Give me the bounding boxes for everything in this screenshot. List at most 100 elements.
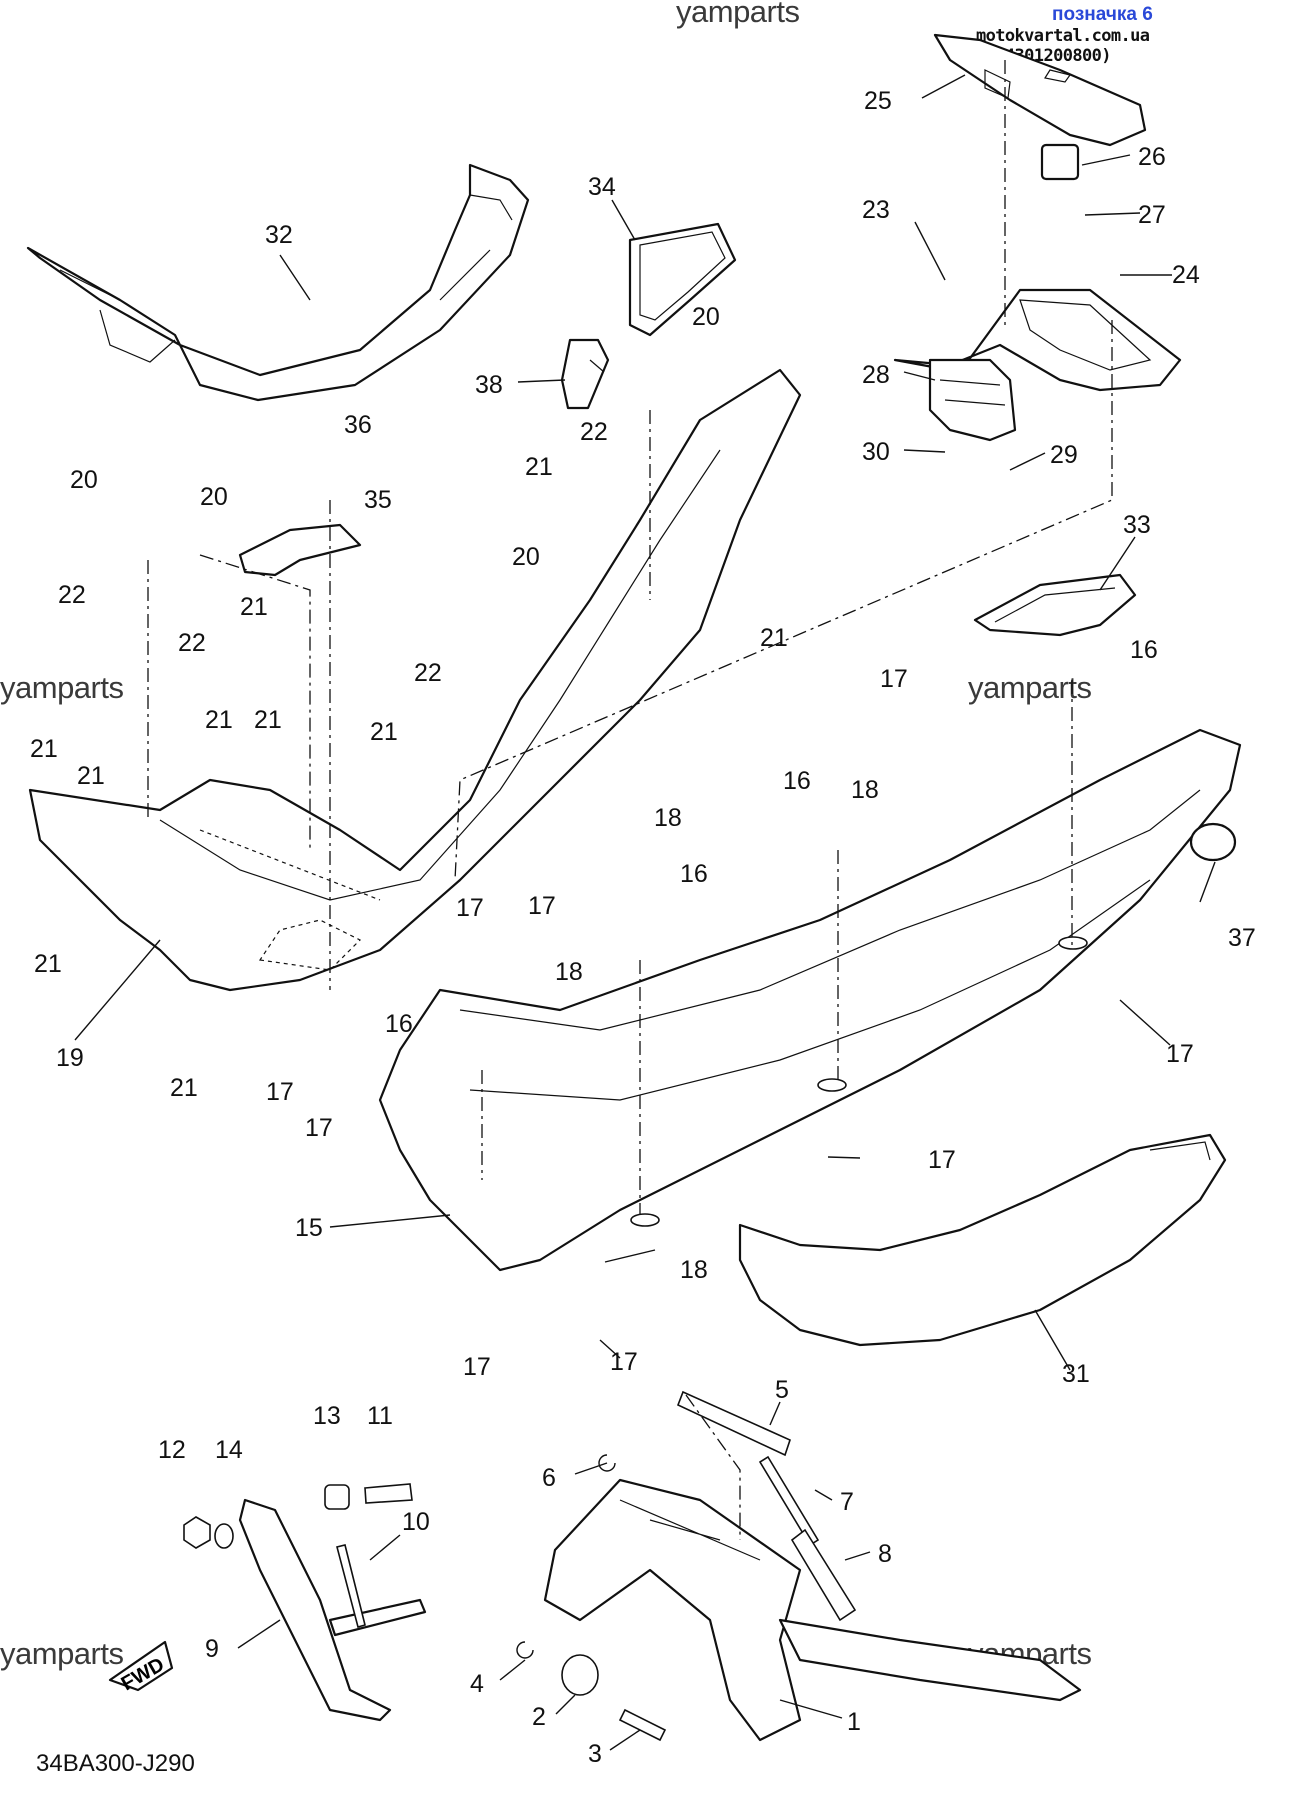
callout-18-a: 18 — [654, 804, 682, 832]
watermark-left: yamparts — [0, 670, 124, 705]
part-5-shaft — [676, 1390, 791, 1457]
callout-33: 33 — [1123, 511, 1151, 539]
part-15-floor-panel — [378, 728, 1242, 1272]
part-28-lock — [928, 358, 1017, 442]
callout-6: 6 — [542, 1464, 556, 1492]
callout-22-a: 22 — [58, 581, 86, 609]
callout-13-a: 14 — [215, 1436, 243, 1464]
callout-22-d: 22 — [414, 659, 442, 687]
callout-29: 29 — [1050, 441, 1078, 469]
callout-10: 10 — [402, 1508, 430, 1536]
callout-17-h: 17 — [463, 1353, 491, 1381]
callout-2: 2 — [532, 1703, 546, 1731]
part-12-nut — [183, 1516, 211, 1549]
part-7-spring — [758, 1455, 820, 1547]
callout-17-b: 17 — [456, 894, 484, 922]
callout-16-c: 16 — [680, 860, 708, 888]
part-2-collar — [561, 1654, 599, 1696]
watermark-bottom-left: yamparts — [0, 1636, 124, 1671]
callout-16-b: 16 — [783, 767, 811, 795]
callout-30: 30 — [862, 438, 890, 466]
callout-18-d: 18 — [680, 1256, 708, 1284]
part-6-circlip — [598, 1454, 616, 1472]
callout-20-d: 20 — [692, 303, 720, 331]
part-13-collar — [324, 1484, 350, 1510]
part-3-bolt — [618, 1708, 667, 1742]
part-10-spring — [336, 1544, 366, 1628]
part-1-main-stand — [543, 1478, 1082, 1742]
part-31-side-panel — [738, 1133, 1227, 1347]
part-8-spring — [790, 1528, 857, 1622]
callout-3: 3 — [588, 1740, 602, 1768]
callout-28: 28 — [862, 361, 890, 389]
drawing-code: 34BA300-J290 — [36, 1750, 195, 1777]
callout-9: 9 — [205, 1635, 219, 1663]
callout-17-i: 17 — [610, 1348, 638, 1376]
callout-19: 19 — [56, 1044, 84, 1072]
callout-38: 38 — [475, 371, 503, 399]
callout-18-b: 18 — [851, 776, 879, 804]
callout-7: 7 — [840, 1488, 854, 1516]
dashed-leaders — [147, 60, 1113, 1540]
watermark-top: yamparts — [676, 0, 800, 29]
callout-8: 8 — [878, 1540, 892, 1568]
callout-32: 32 — [265, 221, 293, 249]
callout-16-d: 16 — [385, 1010, 413, 1038]
callout-27: 27 — [1138, 201, 1166, 229]
watermark-right: yamparts — [968, 670, 1092, 705]
callout-17-c: 17 — [528, 892, 556, 920]
part-26-latch — [1040, 143, 1080, 181]
callout-4: 4 — [470, 1670, 484, 1698]
header-title: позначка 6 — [1052, 4, 1153, 25]
callout-21-i: 21 — [34, 950, 62, 978]
callout-21-b: 21 — [760, 624, 788, 652]
callout-17-f: 17 — [305, 1114, 333, 1142]
callout-34: 34 — [588, 173, 616, 201]
callout-25: 25 — [864, 87, 892, 115]
callout-22-c: 22 — [580, 418, 608, 446]
callout-5: 5 — [775, 1376, 789, 1404]
callout-21-c: 21 — [240, 593, 268, 621]
callout-16-a: 16 — [1130, 636, 1158, 664]
part-11-bolt — [364, 1483, 413, 1504]
callout-22-b: 22 — [178, 629, 206, 657]
part-38-bracket — [560, 338, 610, 410]
callout-12: 12 — [158, 1436, 186, 1464]
callout-17-a: 17 — [880, 665, 908, 693]
callout-21-g: 21 — [30, 735, 58, 763]
callout-24: 24 — [1172, 261, 1200, 289]
callout-21-d: 21 — [205, 706, 233, 734]
callout-11: 11 — [367, 1402, 393, 1430]
callout-36: 36 — [344, 411, 372, 439]
callout-20-a: 20 — [70, 466, 98, 494]
callout-20-c: 20 — [512, 543, 540, 571]
callout-21-f: 21 — [370, 718, 398, 746]
callout-20-b: 20 — [200, 483, 228, 511]
callout-leaders — [74, 74, 1216, 1751]
fwd-arrow: FWD — [108, 1640, 174, 1695]
part-37-cap — [1189, 822, 1237, 862]
callout-31: 31 — [1062, 1360, 1090, 1388]
callout-21-h: 21 — [77, 762, 105, 790]
part-33-trim — [973, 573, 1137, 637]
callout-21-j: 21 — [170, 1074, 198, 1102]
callout-23: 23 — [862, 196, 890, 224]
part-23-storage-tray — [893, 288, 1182, 392]
callout-labels: 1 2 3 4 5 6 7 8 9 10 11 12 14 13 15 16 1… — [30, 87, 1256, 1768]
part-4-circlip — [516, 1641, 534, 1659]
callout-18-c: 18 — [555, 958, 583, 986]
callout-21-e: 21 — [254, 706, 282, 734]
callout-21-a: 21 — [525, 453, 553, 481]
part-14-washer — [214, 1523, 234, 1549]
callout-37: 37 — [1228, 924, 1256, 952]
callout-13: 13 — [313, 1402, 341, 1430]
callout-1: 1 — [847, 1708, 861, 1736]
callout-15: 15 — [295, 1214, 323, 1242]
part-34-cover — [628, 222, 737, 337]
part-9-side-stand — [238, 1498, 427, 1722]
part-35-bracket — [238, 523, 362, 577]
callout-17-g: 17 — [928, 1146, 956, 1174]
callout-17-d: 17 — [1166, 1040, 1194, 1068]
